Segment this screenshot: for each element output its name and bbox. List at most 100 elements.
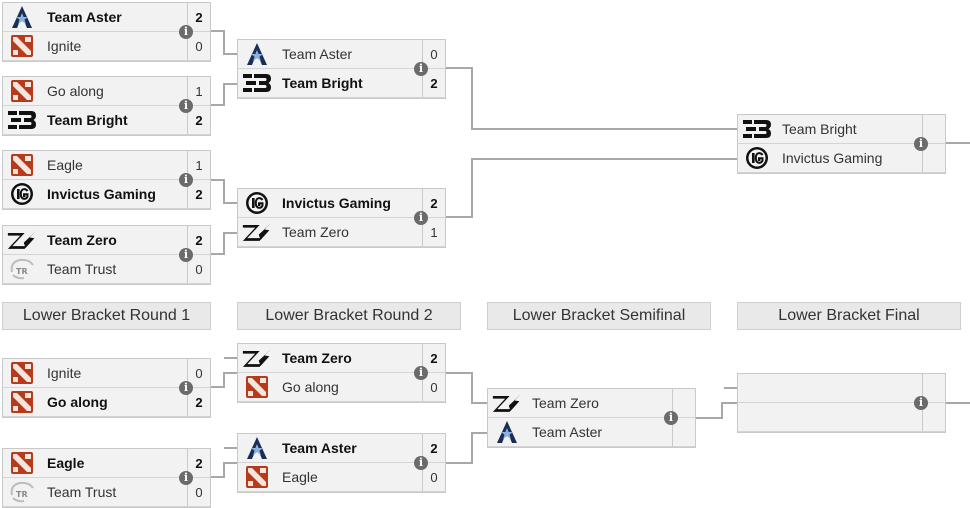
aster-logo-icon <box>242 42 272 66</box>
team-name: Eagle <box>47 157 83 173</box>
match-lb-final[interactable]: i <box>737 373 946 433</box>
team-name: Eagle <box>282 469 318 485</box>
team-name: Invictus Gaming <box>282 195 391 211</box>
round-header-lower-semifinal: Lower Bracket Semifinal <box>487 302 711 330</box>
aster-logo-icon <box>242 436 272 460</box>
team-name: Team Bright <box>782 121 857 137</box>
team-score: 0 <box>422 373 445 401</box>
dota-logo-icon <box>7 390 37 414</box>
match-info-icon[interactable]: i <box>179 25 193 39</box>
team-name: Ignite <box>47 365 82 381</box>
bright-logo-icon <box>7 108 37 132</box>
team-slot[interactable] <box>738 374 945 403</box>
team-slot[interactable]: Eagle 2 <box>3 449 210 478</box>
svg-text:TR: TR <box>16 267 28 276</box>
dota-logo-icon <box>242 465 272 489</box>
team-name: Invictus Gaming <box>782 150 883 166</box>
team-score: 0 <box>187 255 210 283</box>
team-score <box>922 144 945 172</box>
match-info-icon[interactable]: i <box>414 456 428 470</box>
team-slot[interactable]: Team Bright <box>738 115 945 144</box>
team-name: Team Bright <box>47 112 128 128</box>
team-slot[interactable]: Team Aster <box>488 418 695 447</box>
team-score: 2 <box>187 449 210 477</box>
empty-logo-icon <box>742 405 772 429</box>
match-info-icon[interactable]: i <box>179 471 193 485</box>
match-info-icon[interactable]: i <box>179 381 193 395</box>
dota-logo-icon <box>7 34 37 58</box>
team-score: 2 <box>422 344 445 372</box>
team-slot[interactable] <box>738 403 945 432</box>
zero-logo-icon <box>492 391 522 415</box>
team-slot[interactable]: Team Zero <box>488 389 695 418</box>
round-header-lower-round-2: Lower Bracket Round 2 <box>237 302 461 330</box>
team-slot[interactable]: Eagle 0 <box>238 463 445 492</box>
match-info-icon[interactable]: i <box>664 411 678 425</box>
team-name: Team Zero <box>282 224 349 240</box>
match-info-icon[interactable]: i <box>914 396 928 410</box>
team-score <box>672 389 695 417</box>
team-name: Team Aster <box>532 424 603 440</box>
team-name: Eagle <box>47 455 85 471</box>
team-slot[interactable]: Team Bright 2 <box>238 69 445 98</box>
team-score <box>922 403 945 431</box>
team-score: 1 <box>187 77 210 105</box>
team-name: Team Zero <box>47 232 117 248</box>
team-name: Team Trust <box>47 261 117 277</box>
match-info-icon[interactable]: i <box>414 62 428 76</box>
ig-logo-icon <box>742 146 772 170</box>
team-slot[interactable]: Go along 1 <box>3 77 210 106</box>
team-score: 2 <box>187 3 210 31</box>
team-score: 0 <box>187 359 210 387</box>
bright-logo-icon <box>742 117 772 141</box>
dota-logo-icon <box>7 79 37 103</box>
match-info-icon[interactable]: i <box>179 173 193 187</box>
team-score <box>672 418 695 446</box>
match-info-icon[interactable]: i <box>914 137 928 151</box>
team-score: 0 <box>422 463 445 491</box>
bright-logo-icon <box>242 71 272 95</box>
dota-logo-icon <box>7 451 37 475</box>
team-slot[interactable]: Ignite 0 <box>3 359 210 388</box>
match-info-icon[interactable]: i <box>179 248 193 262</box>
match-info-icon[interactable]: i <box>414 366 428 380</box>
match-info-icon[interactable]: i <box>179 99 193 113</box>
match-info-icon[interactable]: i <box>414 211 428 225</box>
team-name: Team Zero <box>532 395 599 411</box>
team-name: Team Bright <box>282 75 363 91</box>
trust-logo-icon: TR <box>7 257 37 281</box>
team-score: 2 <box>422 69 445 97</box>
team-slot[interactable]: Invictus Gaming <box>738 144 945 173</box>
team-name: Go along <box>47 83 104 99</box>
team-score: 0 <box>187 478 210 506</box>
team-slot[interactable]: TR Team Trust 0 <box>3 255 210 284</box>
team-slot[interactable]: Team Zero 1 <box>238 218 445 247</box>
team-score: 1 <box>422 218 445 246</box>
team-score: 0 <box>422 40 445 68</box>
